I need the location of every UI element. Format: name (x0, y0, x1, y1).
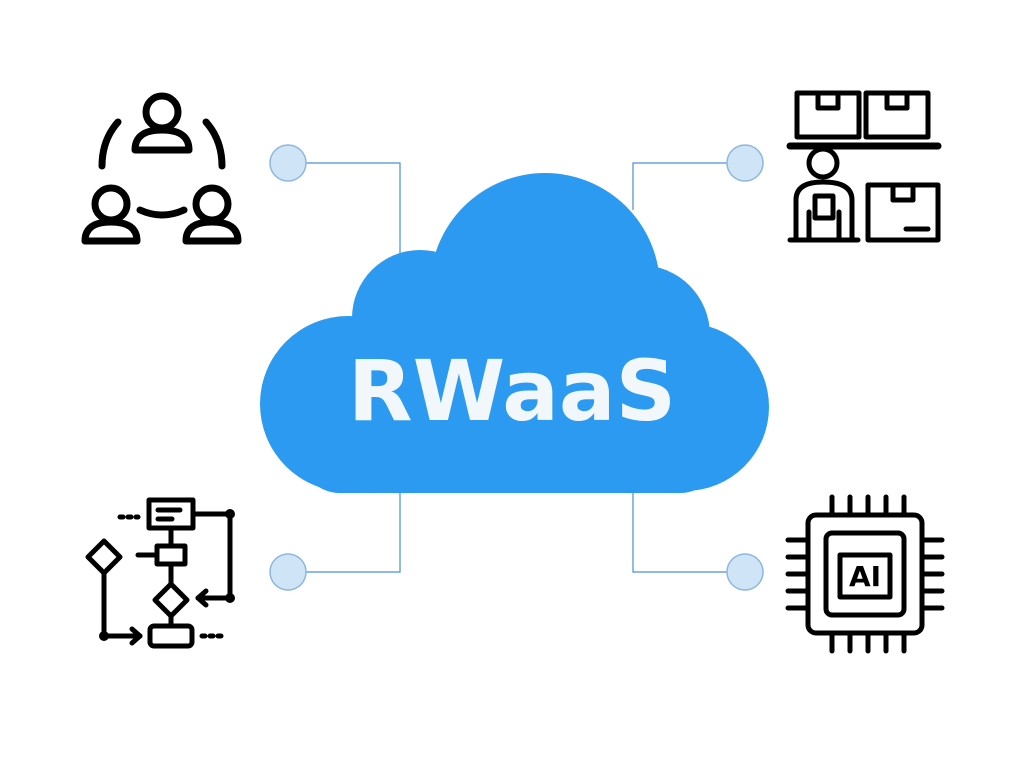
connector-top-right (632, 162, 745, 210)
warehouse-worker-icon (786, 90, 942, 243)
flowchart-icon (85, 497, 235, 649)
ai-chip-icon: AI (785, 494, 945, 654)
node-dot-bottom-right[interactable] (726, 553, 764, 591)
node-dot-bottom-left[interactable] (269, 553, 307, 591)
connector-bottom-right (632, 492, 745, 573)
rwaas-cloud[interactable]: RWaaS (260, 173, 769, 493)
cloud-icon (260, 173, 769, 493)
connector-top-left (288, 162, 401, 255)
node-dots (269, 144, 764, 591)
node-dot-top-left[interactable] (269, 144, 307, 182)
cloud-label: RWaaS (348, 342, 676, 440)
node-dot-top-right[interactable] (726, 144, 764, 182)
connector-bottom-left (288, 492, 401, 573)
connectors (288, 162, 745, 573)
ai-chip-label: AI (849, 560, 881, 593)
user-network-icon (81, 92, 242, 245)
